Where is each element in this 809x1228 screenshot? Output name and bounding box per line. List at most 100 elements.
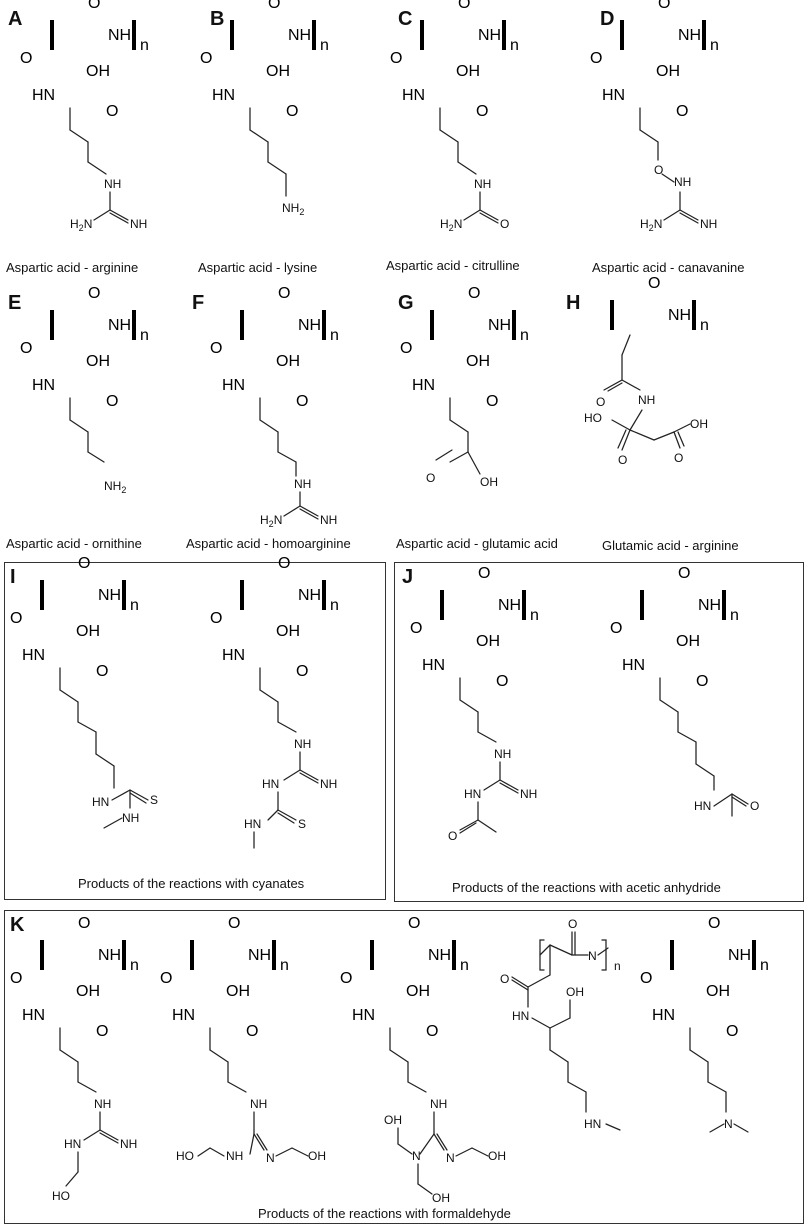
svg-text:HO: HO xyxy=(52,1189,70,1203)
svg-text:NH: NH xyxy=(94,1097,111,1111)
svg-text:NH: NH xyxy=(294,737,311,751)
panel-label-a: A xyxy=(8,8,23,30)
svg-text:O: O xyxy=(426,471,435,485)
structure-glu-arg: O NH HO O O OH xyxy=(584,275,709,467)
svg-text:O: O xyxy=(568,917,577,931)
svg-text:NH: NH xyxy=(250,1097,267,1111)
panel-label-e: E xyxy=(8,292,22,314)
svg-text:NH: NH xyxy=(494,747,511,761)
structure-j-acetyl-lys: HN O xyxy=(610,565,759,817)
svg-text:H2N: H2N xyxy=(260,513,282,529)
structure-asp-can: O NH NH H2N xyxy=(590,0,719,233)
structure-j-acetyl-arg: NH NH HN O xyxy=(410,565,539,843)
caption-i: Products of the reactions with cyanates xyxy=(78,876,305,891)
structure-asp-glu: O OH xyxy=(400,285,529,489)
panel-label-j: J xyxy=(402,566,414,588)
structure-asp-cit: NH O H2N xyxy=(390,0,519,233)
svg-text:OH: OH xyxy=(566,985,584,999)
svg-text:HN: HN xyxy=(694,799,711,813)
caption-f: Aspartic acid - homoarginine xyxy=(186,536,351,551)
caption-c: Aspartic acid - citrulline xyxy=(386,258,520,273)
svg-text:HN: HN xyxy=(64,1137,81,1151)
svg-text:NH: NH xyxy=(122,811,139,825)
svg-text:N: N xyxy=(588,949,597,963)
svg-text:O: O xyxy=(500,972,509,986)
svg-text:O: O xyxy=(674,451,683,465)
panel-label-f: F xyxy=(192,292,205,314)
svg-text:NH: NH xyxy=(294,477,311,491)
svg-text:HN: HN xyxy=(584,1117,601,1131)
svg-text:NH: NH xyxy=(430,1097,447,1111)
caption-d: Aspartic acid - canavanine xyxy=(592,260,745,275)
panel-label-h: H xyxy=(566,292,581,314)
panel-label-g: G xyxy=(398,292,414,314)
panel-label-b: B xyxy=(210,8,225,30)
structure-asp-har: NH NH H2N xyxy=(210,285,339,529)
panel-box-j xyxy=(394,562,804,902)
structure-k-trihydroxymethyl-arg: NH N N OH OH OH xyxy=(340,915,506,1205)
svg-text:HN: HN xyxy=(262,777,279,791)
structure-asp-orn: NH2 xyxy=(20,285,149,495)
svg-text:OH: OH xyxy=(384,1113,402,1127)
structure-k-methyl-lys-alcohol: O N n O HN OH HN xyxy=(500,917,621,1131)
svg-text:H2N: H2N xyxy=(70,217,92,233)
svg-text:HN: HN xyxy=(92,795,109,809)
svg-text:NH: NH xyxy=(104,177,121,191)
svg-text:NH: NH xyxy=(320,513,337,527)
panel-label-i: I xyxy=(10,566,16,588)
structure-asp-arg: NH NH H2N xyxy=(20,0,149,233)
svg-text:NH2: NH2 xyxy=(104,479,126,495)
svg-text:NH: NH xyxy=(226,1149,243,1163)
svg-text:NH: NH xyxy=(520,787,537,801)
structure-asp-lys: NH2 xyxy=(200,0,329,217)
svg-text:N: N xyxy=(724,1117,733,1131)
svg-text:O: O xyxy=(618,453,627,467)
svg-text:S: S xyxy=(150,793,158,807)
svg-text:HN: HN xyxy=(512,1009,529,1023)
structure-i-thiourea-lys: HN S NH xyxy=(10,555,158,829)
structure-k-hydroxymethyl-arg: NH NH HN HO xyxy=(10,915,139,1203)
svg-text:O: O xyxy=(448,829,457,843)
svg-text:NH: NH xyxy=(674,175,691,189)
panel-label-k: K xyxy=(10,914,25,936)
svg-text:OH: OH xyxy=(308,1149,326,1163)
svg-text:S: S xyxy=(298,817,306,831)
svg-text:NH: NH xyxy=(638,393,655,407)
svg-text:n: n xyxy=(614,959,621,973)
panel-box-i xyxy=(4,562,386,900)
svg-text:NH: NH xyxy=(130,217,147,231)
svg-text:NH: NH xyxy=(700,217,717,231)
svg-text:HN: HN xyxy=(244,817,261,831)
structure-k-dimethyl-lys: N xyxy=(640,915,769,1133)
svg-text:N: N xyxy=(266,1151,275,1165)
svg-text:NH2: NH2 xyxy=(282,201,304,217)
svg-text:OH: OH xyxy=(488,1149,506,1163)
svg-text:NH: NH xyxy=(320,777,337,791)
caption-k: Products of the reactions with formaldeh… xyxy=(258,1206,511,1221)
caption-g: Aspartic acid - glutamic acid xyxy=(396,536,558,551)
svg-text:O: O xyxy=(654,163,663,177)
svg-text:HN: HN xyxy=(464,787,481,801)
caption-a: Aspartic acid - arginine xyxy=(6,260,139,275)
caption-h: Glutamic acid - arginine xyxy=(602,538,739,553)
caption-b: Aspartic acid - lysine xyxy=(198,260,318,275)
svg-text:H2N: H2N xyxy=(440,217,462,233)
svg-text:O: O xyxy=(500,217,509,231)
panel-label-c: C xyxy=(398,8,413,30)
svg-text:O: O xyxy=(596,395,605,409)
svg-text:O: O xyxy=(750,799,759,813)
panel-box-k xyxy=(4,910,804,1224)
structure-k-dihydroxymethyl-arg: NH NH N OH HO xyxy=(160,915,326,1165)
panel-label-d: D xyxy=(600,8,615,30)
structure-i-thiourea-arg: NH NH HN S HN xyxy=(210,555,339,849)
svg-text:NH: NH xyxy=(474,177,491,191)
svg-text:OH: OH xyxy=(690,417,708,431)
svg-text:OH: OH xyxy=(432,1191,450,1205)
caption-j: Products of the reactions with acetic an… xyxy=(452,880,721,895)
svg-text:HO: HO xyxy=(176,1149,194,1163)
svg-text:OH: OH xyxy=(480,475,498,489)
caption-e: Aspartic acid - ornithine xyxy=(6,536,142,551)
svg-text:N: N xyxy=(412,1149,421,1163)
svg-text:NH: NH xyxy=(120,1137,137,1151)
svg-text:H2N: H2N xyxy=(640,217,662,233)
